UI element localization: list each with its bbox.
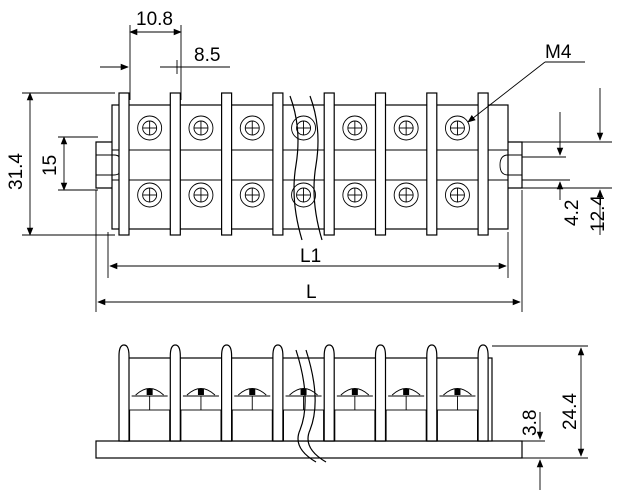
side-view [95, 344, 523, 463]
terminal-pocket [129, 409, 171, 442]
screw-tip [454, 389, 461, 395]
screw-head [188, 115, 214, 141]
barrier [323, 92, 335, 236]
side-barrier [221, 344, 233, 442]
screw-head [342, 115, 368, 141]
screw-head [445, 115, 470, 141]
screw-head [137, 115, 163, 141]
terminal-pocket [180, 409, 222, 442]
top-barriers [118, 92, 489, 236]
screw-dome [135, 388, 164, 396]
screw-head [445, 182, 470, 208]
screw-head [393, 182, 419, 208]
barrier [477, 92, 489, 236]
screw-head [239, 115, 265, 141]
side-barrier [477, 344, 489, 442]
barrier-thickness-label: 8.5 [194, 45, 220, 66]
barrier [272, 92, 284, 236]
top-screws [137, 115, 470, 208]
screw-tip [249, 389, 256, 395]
pitch-label: 10.8 [136, 9, 173, 30]
screw-dome [237, 388, 267, 396]
terminal-pocket [231, 409, 273, 442]
side-barrier [169, 344, 181, 442]
left-flange [95, 141, 112, 189]
top-view-dimensions: 10.8 8.5 M4 31.4 15 4.2 12.4 [6, 9, 612, 312]
side-barrier [118, 344, 130, 442]
barrier [426, 92, 438, 236]
screw-head [291, 115, 316, 141]
screw-head [137, 182, 163, 208]
screw-head [239, 182, 265, 208]
side-barrier [426, 344, 438, 442]
mount-offset-label: 12.4 [588, 195, 609, 232]
side-break-mark-2 [305, 349, 327, 463]
terminal-pocket [334, 409, 376, 442]
side-terminals [129, 388, 478, 442]
mount-slot-label: 4.2 [562, 200, 583, 226]
screw-tip [351, 389, 358, 395]
screw-head [393, 115, 419, 141]
terminal-pocket [283, 409, 324, 442]
side-barrier [323, 344, 335, 442]
screw-head [342, 182, 368, 208]
top-view [95, 92, 523, 241]
screw-dome [391, 388, 421, 396]
screw-dome [443, 388, 472, 396]
terminal-pocket [437, 409, 478, 442]
height-top-view-label: 31.4 [6, 153, 27, 190]
screw-head [291, 182, 316, 208]
right-flange [508, 141, 523, 189]
side-barrier [374, 344, 387, 442]
length-overall-label: L [306, 282, 317, 303]
base-thickness-label: 3.8 [520, 410, 541, 436]
screw-dome [340, 388, 370, 396]
screw-tip [300, 389, 307, 395]
top-break-mark [289, 95, 303, 241]
screw-dome [186, 388, 216, 396]
row-spacing-label: 15 [40, 155, 61, 176]
right-mount-slot [499, 154, 522, 176]
height-side-view-label: 24.4 [560, 393, 581, 430]
terminal-pocket [385, 409, 427, 442]
length-inner-label: L1 [300, 246, 321, 267]
screw-tip [403, 389, 410, 395]
top-break-mark-2 [309, 95, 323, 241]
screw-label: M4 [545, 42, 572, 63]
side-barriers [118, 344, 489, 442]
barrier [118, 92, 130, 236]
barrier [169, 92, 181, 236]
side-view-dimensions: 24.4 3.8 [492, 345, 588, 490]
side-barrier [272, 344, 284, 442]
barrier [221, 92, 233, 236]
screw-tip [197, 389, 204, 395]
screw-head [188, 182, 214, 208]
side-break-mark [295, 349, 317, 463]
screw-tip [146, 389, 153, 395]
barrier [374, 92, 387, 236]
